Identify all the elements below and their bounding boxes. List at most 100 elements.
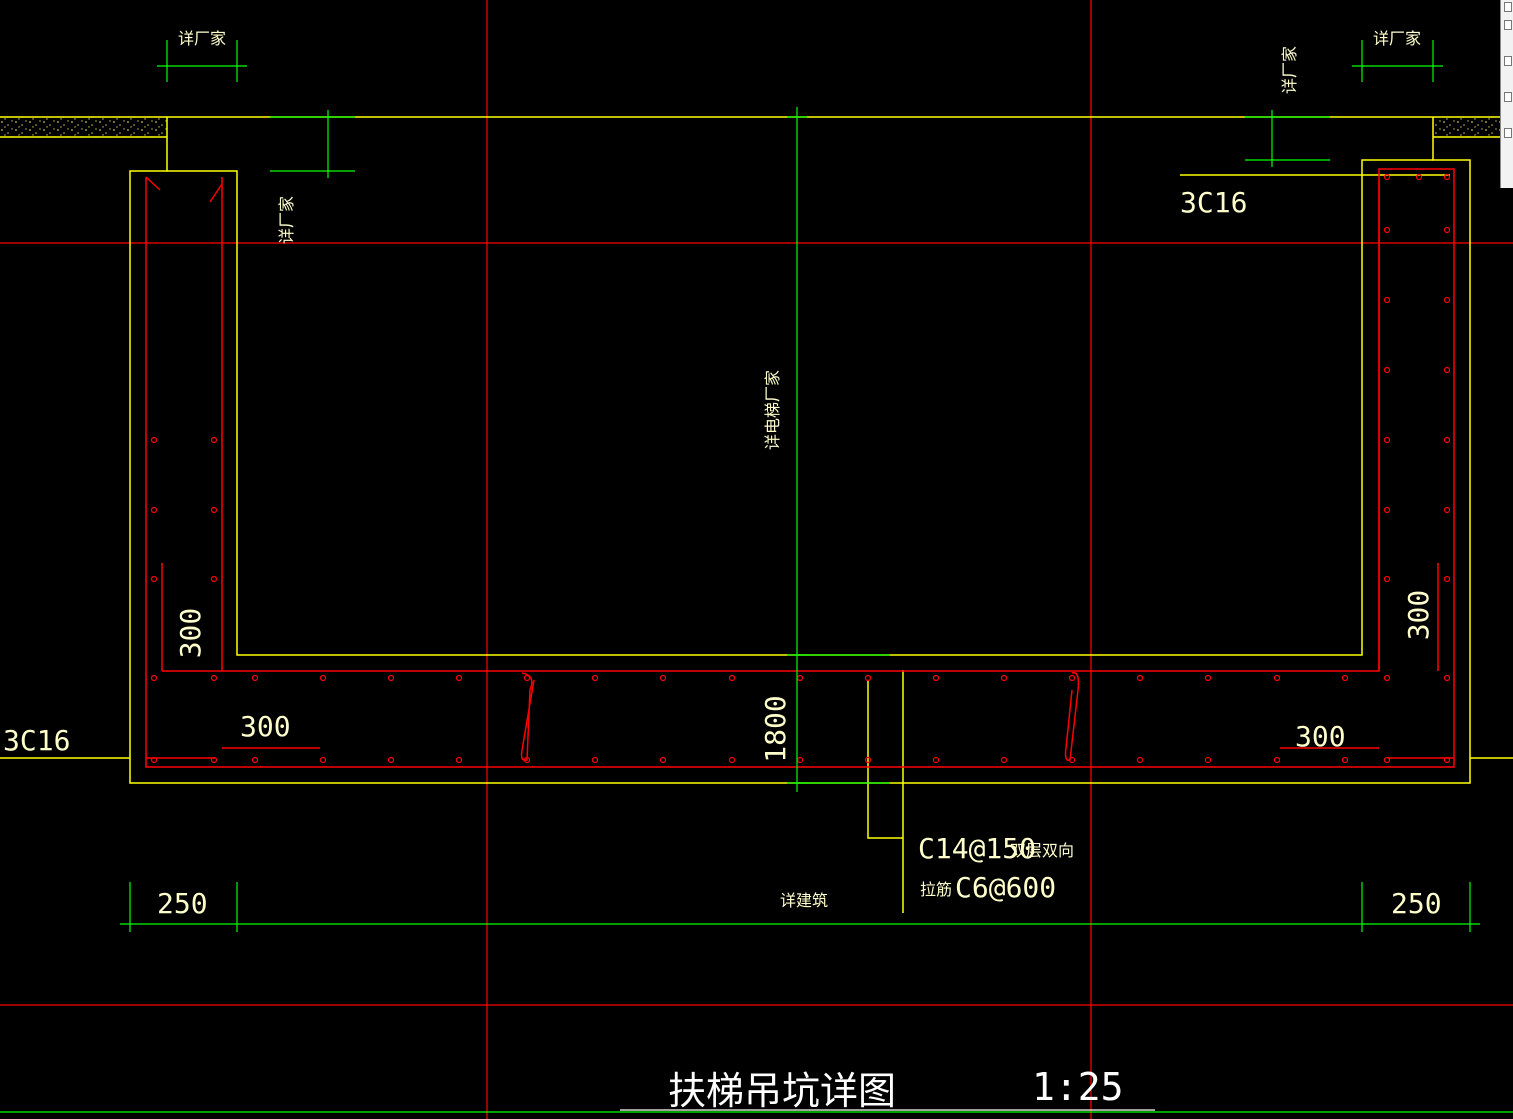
rebar-dot-right-top [1415, 173, 1423, 181]
wall-dim-left-label: 300 [174, 608, 207, 659]
rebar-dot-slab-top [523, 674, 531, 682]
rebar-dot-slab-bottom [251, 756, 259, 764]
rebar-dot-slab-top [1341, 674, 1349, 682]
tie-bar-1 [520, 672, 535, 762]
callout-tie-spec: C6@600 [955, 871, 1056, 904]
rebar-dot-slab-top [210, 674, 218, 682]
vendor-note-right-vertical: 详厂家 [1280, 46, 1299, 94]
rebar-dot-right-wall [1443, 436, 1451, 444]
rebar-dot-right-wall [1443, 575, 1451, 583]
file-icon[interactable] [1504, 2, 1512, 12]
rebar-dot-right-wall [1383, 226, 1391, 234]
rebar-label-left: 3C16 [3, 724, 70, 757]
rebar-dot-slab-bottom [864, 756, 872, 764]
ground-hatch [0, 117, 1513, 137]
drawing-labels: 3C16 3C16 300 300 300 300 1800 250 250 C… [3, 29, 1442, 1113]
pit-inner-outline [167, 159, 1433, 656]
depth-dim-label: 1800 [759, 695, 792, 762]
rebar-dot-right-wall [1443, 296, 1451, 304]
rebar-dot-slab-top [1273, 674, 1281, 682]
rebar-dot-slab-bottom [591, 756, 599, 764]
rebar-label-top-right: 3C16 [1180, 186, 1247, 219]
rebar-dot-slab-bottom [1383, 756, 1391, 764]
rebar-dot-slab-bottom [1000, 756, 1008, 764]
rebar-dot-slab-top [387, 674, 395, 682]
callout-leader-1 [867, 680, 903, 839]
rebar-dot-slab-bottom [1204, 756, 1212, 764]
rebar-dot-left-wall [210, 436, 218, 444]
vendor-note-center-vertical: 详电梯厂家 [763, 370, 782, 450]
rebar-dot-left-wall [210, 575, 218, 583]
ground-hatch-right [1433, 117, 1513, 137]
rebar-dot-slab-top [1000, 674, 1008, 682]
rebar-dot-right-top [1443, 173, 1451, 181]
rebar-dot-right-top [1383, 173, 1391, 181]
drawing-title: 扶梯吊坑详图 [668, 1069, 896, 1113]
rebar-dot-slab-bottom [210, 756, 218, 764]
rebar-dot-slab-top [659, 674, 667, 682]
rebar-dot-right-wall [1383, 575, 1391, 583]
rebar-dot-slab-bottom [387, 756, 395, 764]
callout-tie-prefix: 拉筋 [920, 880, 952, 899]
rebar-dot-slab-bottom [1068, 756, 1076, 764]
rebar-dot-left-wall [210, 506, 218, 514]
wall-thick-right-label: 250 [1391, 887, 1442, 920]
slab-dim-left-label: 300 [240, 710, 291, 743]
rebar-dot-slab-top [1204, 674, 1212, 682]
rebar-dot-slab-top [864, 674, 872, 682]
rebar-dot-slab-bottom [455, 756, 463, 764]
rebar-dot-slab-bottom [150, 756, 158, 764]
rebar-dot-slab-bottom [1136, 756, 1144, 764]
rebar-dot-slab-bottom [932, 756, 940, 764]
rebar-dot-slab-bottom [659, 756, 667, 764]
rebar-dots [150, 173, 1451, 764]
copy-icon[interactable] [1504, 56, 1512, 66]
rebar-dot-slab-top [728, 674, 736, 682]
rebar-dot-left-wall [150, 575, 158, 583]
rebar-dot-right-wall [1383, 436, 1391, 444]
rebar-lines [145, 168, 1455, 768]
rebar-dot-slab-bottom [523, 756, 531, 764]
rebar-dot-slab-bottom [319, 756, 327, 764]
rebar-dot-slab-top [1443, 674, 1451, 682]
rebar-dot-slab-bottom [1273, 756, 1281, 764]
rebar-dot-slab-top [796, 674, 804, 682]
rebar-dot-left-wall [150, 506, 158, 514]
layer-icon[interactable] [1504, 128, 1512, 138]
rebar-dot-slab-top [319, 674, 327, 682]
arch-note: 详建筑 [780, 891, 828, 910]
ground-hatch-left [0, 117, 167, 137]
pit-outline [0, 116, 1513, 913]
save-icon[interactable] [1504, 20, 1512, 30]
rebar-hook-left-inner [209, 183, 223, 203]
rebar-dot-right-wall [1443, 366, 1451, 374]
rebar-dot-slab-top [150, 674, 158, 682]
wall-dim-right-label: 300 [1402, 590, 1435, 641]
rebar-outer-layer [145, 168, 1455, 768]
slab-dim-right-label: 300 [1295, 720, 1346, 753]
dimension-lines [120, 40, 1480, 932]
rebar-dot-right-wall [1383, 296, 1391, 304]
drawing-scale: 1:25 [1032, 1065, 1124, 1109]
settings-icon[interactable] [1504, 92, 1512, 102]
rebar-dot-slab-bottom [1341, 756, 1349, 764]
tie-bar-2 [1064, 671, 1080, 761]
pit-outer-outline [129, 117, 1471, 784]
rebar-dot-right-wall [1383, 506, 1391, 514]
rebar-dot-slab-top [251, 674, 259, 682]
side-toolbar [1500, 0, 1513, 188]
rebar-dot-slab-top [455, 674, 463, 682]
rebar-dot-slab-top [1383, 674, 1391, 682]
rebar-dot-slab-bottom [1443, 756, 1451, 764]
rebar-dot-right-wall [1443, 226, 1451, 234]
callout-rebar-spec: C14@150 [918, 832, 1036, 865]
vendor-note-top-right: 详厂家 [1373, 29, 1421, 48]
rebar-dot-slab-bottom [796, 756, 804, 764]
rebar-dot-right-wall [1443, 506, 1451, 514]
rebar-dot-slab-top [1136, 674, 1144, 682]
rebar-dot-left-wall [150, 436, 158, 444]
rebar-hook-left [145, 176, 161, 191]
rebar-dot-slab-top [1068, 674, 1076, 682]
